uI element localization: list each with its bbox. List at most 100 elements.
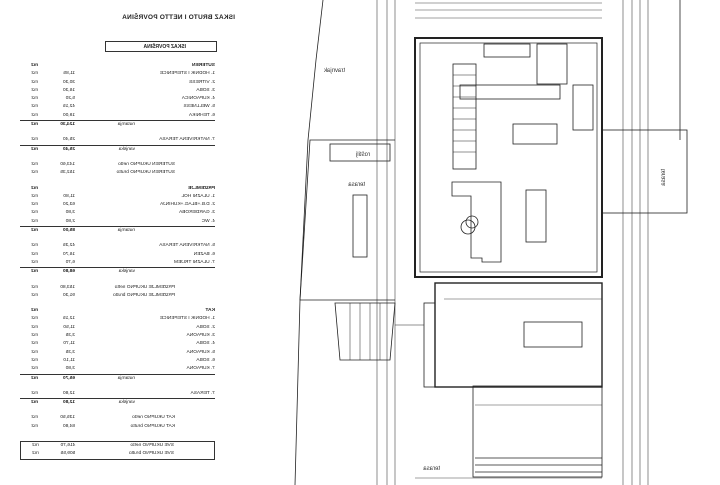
row-unit: m2 xyxy=(31,218,38,224)
row-value: 2,80 xyxy=(65,218,75,224)
row-label: vanjska xyxy=(118,269,135,275)
dimension-lines xyxy=(376,0,649,485)
row-value: 11,70 xyxy=(63,341,75,347)
row-label: 2. D.B.+BLAG.+KUHINJA xyxy=(160,202,215,208)
row-unit: m2 xyxy=(31,390,38,396)
table-row: 5. WELLNESS 42,15 m2 xyxy=(20,103,215,111)
row-label: 4. SOBA xyxy=(196,341,215,347)
area-table: SUTEREN m2 1. HODNIK I STEPENICE 11,85 m… xyxy=(20,62,215,460)
section-header: SUTEREN m2 xyxy=(20,62,215,70)
subtotal-row: nutarnja 85,00 m2 xyxy=(20,226,215,236)
total-value: 135,50 xyxy=(60,415,75,421)
row-unit: m2 xyxy=(31,324,38,330)
row-value: 85,00 xyxy=(62,228,75,234)
table-row: 5. NATKRIVENA TERASA 42,35 m2 xyxy=(20,242,215,250)
total-label: KAT UKUPNO xyxy=(144,423,175,429)
total-value: 152,35 xyxy=(60,170,75,176)
subtotal-row: vanjska 68,80 m2 xyxy=(20,267,215,277)
dining-table xyxy=(525,189,547,243)
right-terrace xyxy=(601,129,688,214)
row-unit: m2 xyxy=(31,96,38,102)
row-unit: m2 xyxy=(32,442,39,448)
row-unit: m2 xyxy=(31,193,38,199)
table-row: 1. HODNIK I STEPENICE 12,15 m2 xyxy=(20,315,215,323)
row-label: 3. GARDEROBA xyxy=(179,210,215,216)
row-value: 3,80 xyxy=(65,210,75,216)
total-value: 91,30 xyxy=(62,292,75,298)
row-unit: m2 xyxy=(31,415,38,421)
row-unit: m2 xyxy=(31,349,38,355)
table-row: 4. WC 2,80 m2 xyxy=(20,218,215,226)
row-value: 3,80 xyxy=(65,366,75,372)
row-label: SUTEREN xyxy=(192,63,215,68)
row-value: 30,30 xyxy=(62,79,75,85)
row-unit: m2 xyxy=(31,210,38,216)
row-value: 11,50 xyxy=(63,324,75,330)
row-value: 68,80 xyxy=(62,269,75,275)
brutto-total: KAT UKUPNO brutto 84,80 m2 xyxy=(20,423,215,431)
outdoor-stair xyxy=(334,302,396,361)
row-unit: m2 xyxy=(31,333,38,339)
row-value: 12,80 xyxy=(62,390,75,396)
section-header: PRIZEMLJE m2 xyxy=(20,185,215,193)
row-unit: m2 xyxy=(31,137,38,143)
row-value: 25,40 xyxy=(62,137,75,143)
row-label: 4. WC xyxy=(201,218,215,224)
total-value: 509,55 xyxy=(60,451,76,457)
table-row: 1. HODNIK I STEPENICE 11,85 m2 xyxy=(20,70,215,78)
row-label: 1. HODNIK I STEPENICE xyxy=(159,71,215,77)
staircase xyxy=(452,63,477,170)
row-value: 16,30 xyxy=(62,87,75,93)
inner-wall xyxy=(419,42,598,273)
row-value: 16,70 xyxy=(62,251,75,257)
total-kind: netto xyxy=(118,161,129,167)
row-unit: m2 xyxy=(31,71,38,77)
kitchen-counter xyxy=(483,43,531,58)
site-boundary-line xyxy=(294,0,324,485)
grill-box xyxy=(329,143,391,162)
table-row: 3. KUPAONA 3,35 m2 xyxy=(20,332,215,340)
row-unit: m2 xyxy=(31,423,38,429)
row-label: 7. NATKRIVENA TERASA xyxy=(159,137,215,143)
subtotal-row: nutarnja 124,30 m2 xyxy=(20,120,215,130)
coffee-table xyxy=(460,219,476,235)
total-value: 84,80 xyxy=(62,423,75,429)
total-kind: brutto xyxy=(130,423,143,429)
row-unit: m2 xyxy=(31,243,38,249)
table-row: 3. SOBA 16,30 m2 xyxy=(20,87,215,95)
row-value: 42,15 xyxy=(62,104,75,110)
table-row: 6. SOBA 11,10 m2 xyxy=(20,357,215,365)
table-row: 2. VITRESS 30,30 m2 xyxy=(20,79,215,87)
row-label: nutarnja xyxy=(117,122,135,128)
row-unit: m2 xyxy=(31,269,38,275)
row-unit: m2 xyxy=(31,357,38,363)
total-label: KAT UKUPNO xyxy=(144,415,175,421)
table-row: 7. NATKRIVENA TERASA 25,40 m2 xyxy=(20,136,215,144)
table-row: 7. KUPAONA 3,80 m2 xyxy=(20,365,215,373)
row-value: 65,70 xyxy=(62,375,75,381)
covered-terrace xyxy=(434,282,603,388)
netto-total: PRIZEMLJE UKUPNO netto 153,80 m2 xyxy=(20,284,215,292)
row-value: 6,70 xyxy=(65,259,75,265)
row-label: 7. KUPAONA xyxy=(186,366,215,372)
netto-total: KAT UKUPNO netto 135,50 m2 xyxy=(20,414,215,422)
row-label: KAT xyxy=(205,308,215,314)
row-label: 5. WELLNESS xyxy=(183,104,215,110)
subtotal-row: vanjska 12,80 m2 xyxy=(20,398,215,408)
row-unit: m2 xyxy=(31,87,38,93)
row-unit: m2 xyxy=(31,308,38,314)
row-value: 3,35 xyxy=(65,349,75,355)
row-value: 63,20 xyxy=(62,202,75,208)
total-label: SUTEREN UKUPNO xyxy=(130,170,175,176)
row-label: 6. SOBA xyxy=(196,357,215,363)
row-label: 5. KUPAONA xyxy=(186,349,215,355)
table-row: 7. TERASA 12,80 m2 xyxy=(20,390,215,398)
row-label: 3. SOBA xyxy=(196,87,215,93)
row-value: 25,40 xyxy=(62,146,75,152)
total-value: 153,80 xyxy=(60,284,75,290)
row-label: vanjska xyxy=(118,146,135,152)
total-label: SVE UKUPNO xyxy=(142,451,174,457)
row-unit: m2 xyxy=(31,292,38,298)
row-value: 12,80 xyxy=(62,400,75,406)
row-unit: m2 xyxy=(31,375,38,381)
